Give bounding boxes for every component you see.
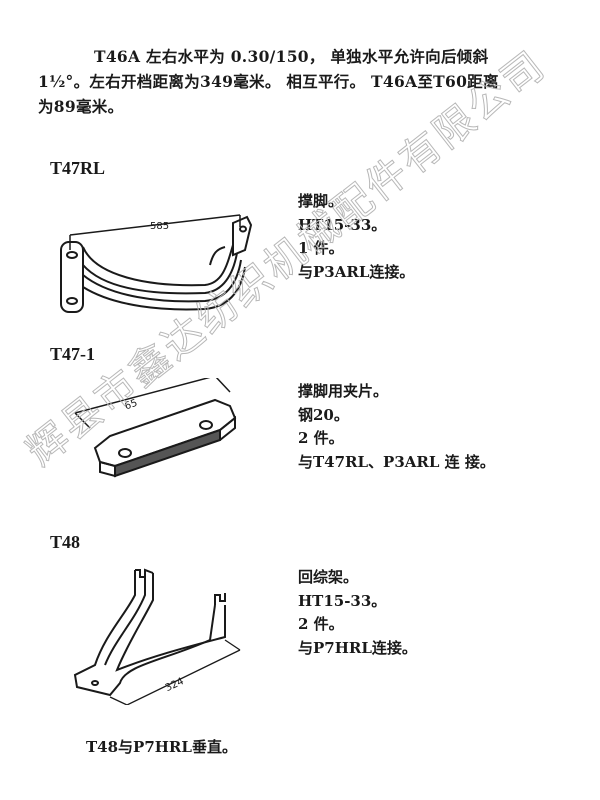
drawing-t47-1: 65 <box>70 378 250 488</box>
part-material: HT15-33。 <box>298 591 387 610</box>
part-description-t47-1: 撑脚用夹片。 钢20。 2 件。 与T47RL、P3ARL 连 接。 <box>298 380 495 474</box>
part-connection: 与P7HRL连接。 <box>298 638 417 657</box>
part-material: 钢20。 <box>298 405 349 424</box>
part-connection: 与P3ARL连接。 <box>298 262 415 281</box>
intro-paragraph: T46A 左右水平为 0.30/150， 单独水平允许向后倾斜 1½°。左右开档… <box>38 44 558 119</box>
intro-line-1: T46A 左右水平为 0.30/150， 单独水平允许向后倾斜 <box>94 47 489 66</box>
intro-line-3: 为89毫米。 <box>38 97 124 116</box>
part-connection: 与T47RL、P3ARL 连 接。 <box>298 452 495 471</box>
part-material: HT15-33。 <box>298 215 387 234</box>
footnote: T48与P7HRL垂直。 <box>86 738 237 756</box>
intro-line-2: 1½°。左右开档距离为349毫米。 相互平行。 T46A至T60距离 <box>38 72 499 91</box>
drawing-t48: 324 <box>65 565 255 705</box>
dimension-label: 585 <box>150 221 169 232</box>
part-name: 回综架。 <box>298 568 359 586</box>
dimension-label: 324 <box>164 676 186 694</box>
part-name: 撑脚用夹片。 <box>298 382 389 400</box>
part-code-t47rl: T47RL <box>50 158 106 178</box>
part-quantity: 1 件。 <box>298 239 344 257</box>
part-name: 撑脚。 <box>298 192 344 210</box>
part-code-t47-1: T47-1 <box>50 344 95 364</box>
part-quantity: 2 件。 <box>298 429 344 447</box>
part-quantity: 2 件。 <box>298 615 344 633</box>
part-description-t48: 回综架。 HT15-33。 2 件。 与P7HRL连接。 <box>298 566 417 660</box>
part-description-t47rl: 撑脚。 HT15-33。 1 件。 与P3ARL连接。 <box>298 190 414 284</box>
dimension-label: 65 <box>123 398 139 413</box>
drawing-t47rl: 585 <box>55 205 270 320</box>
part-code-t48: T48 <box>50 532 81 552</box>
